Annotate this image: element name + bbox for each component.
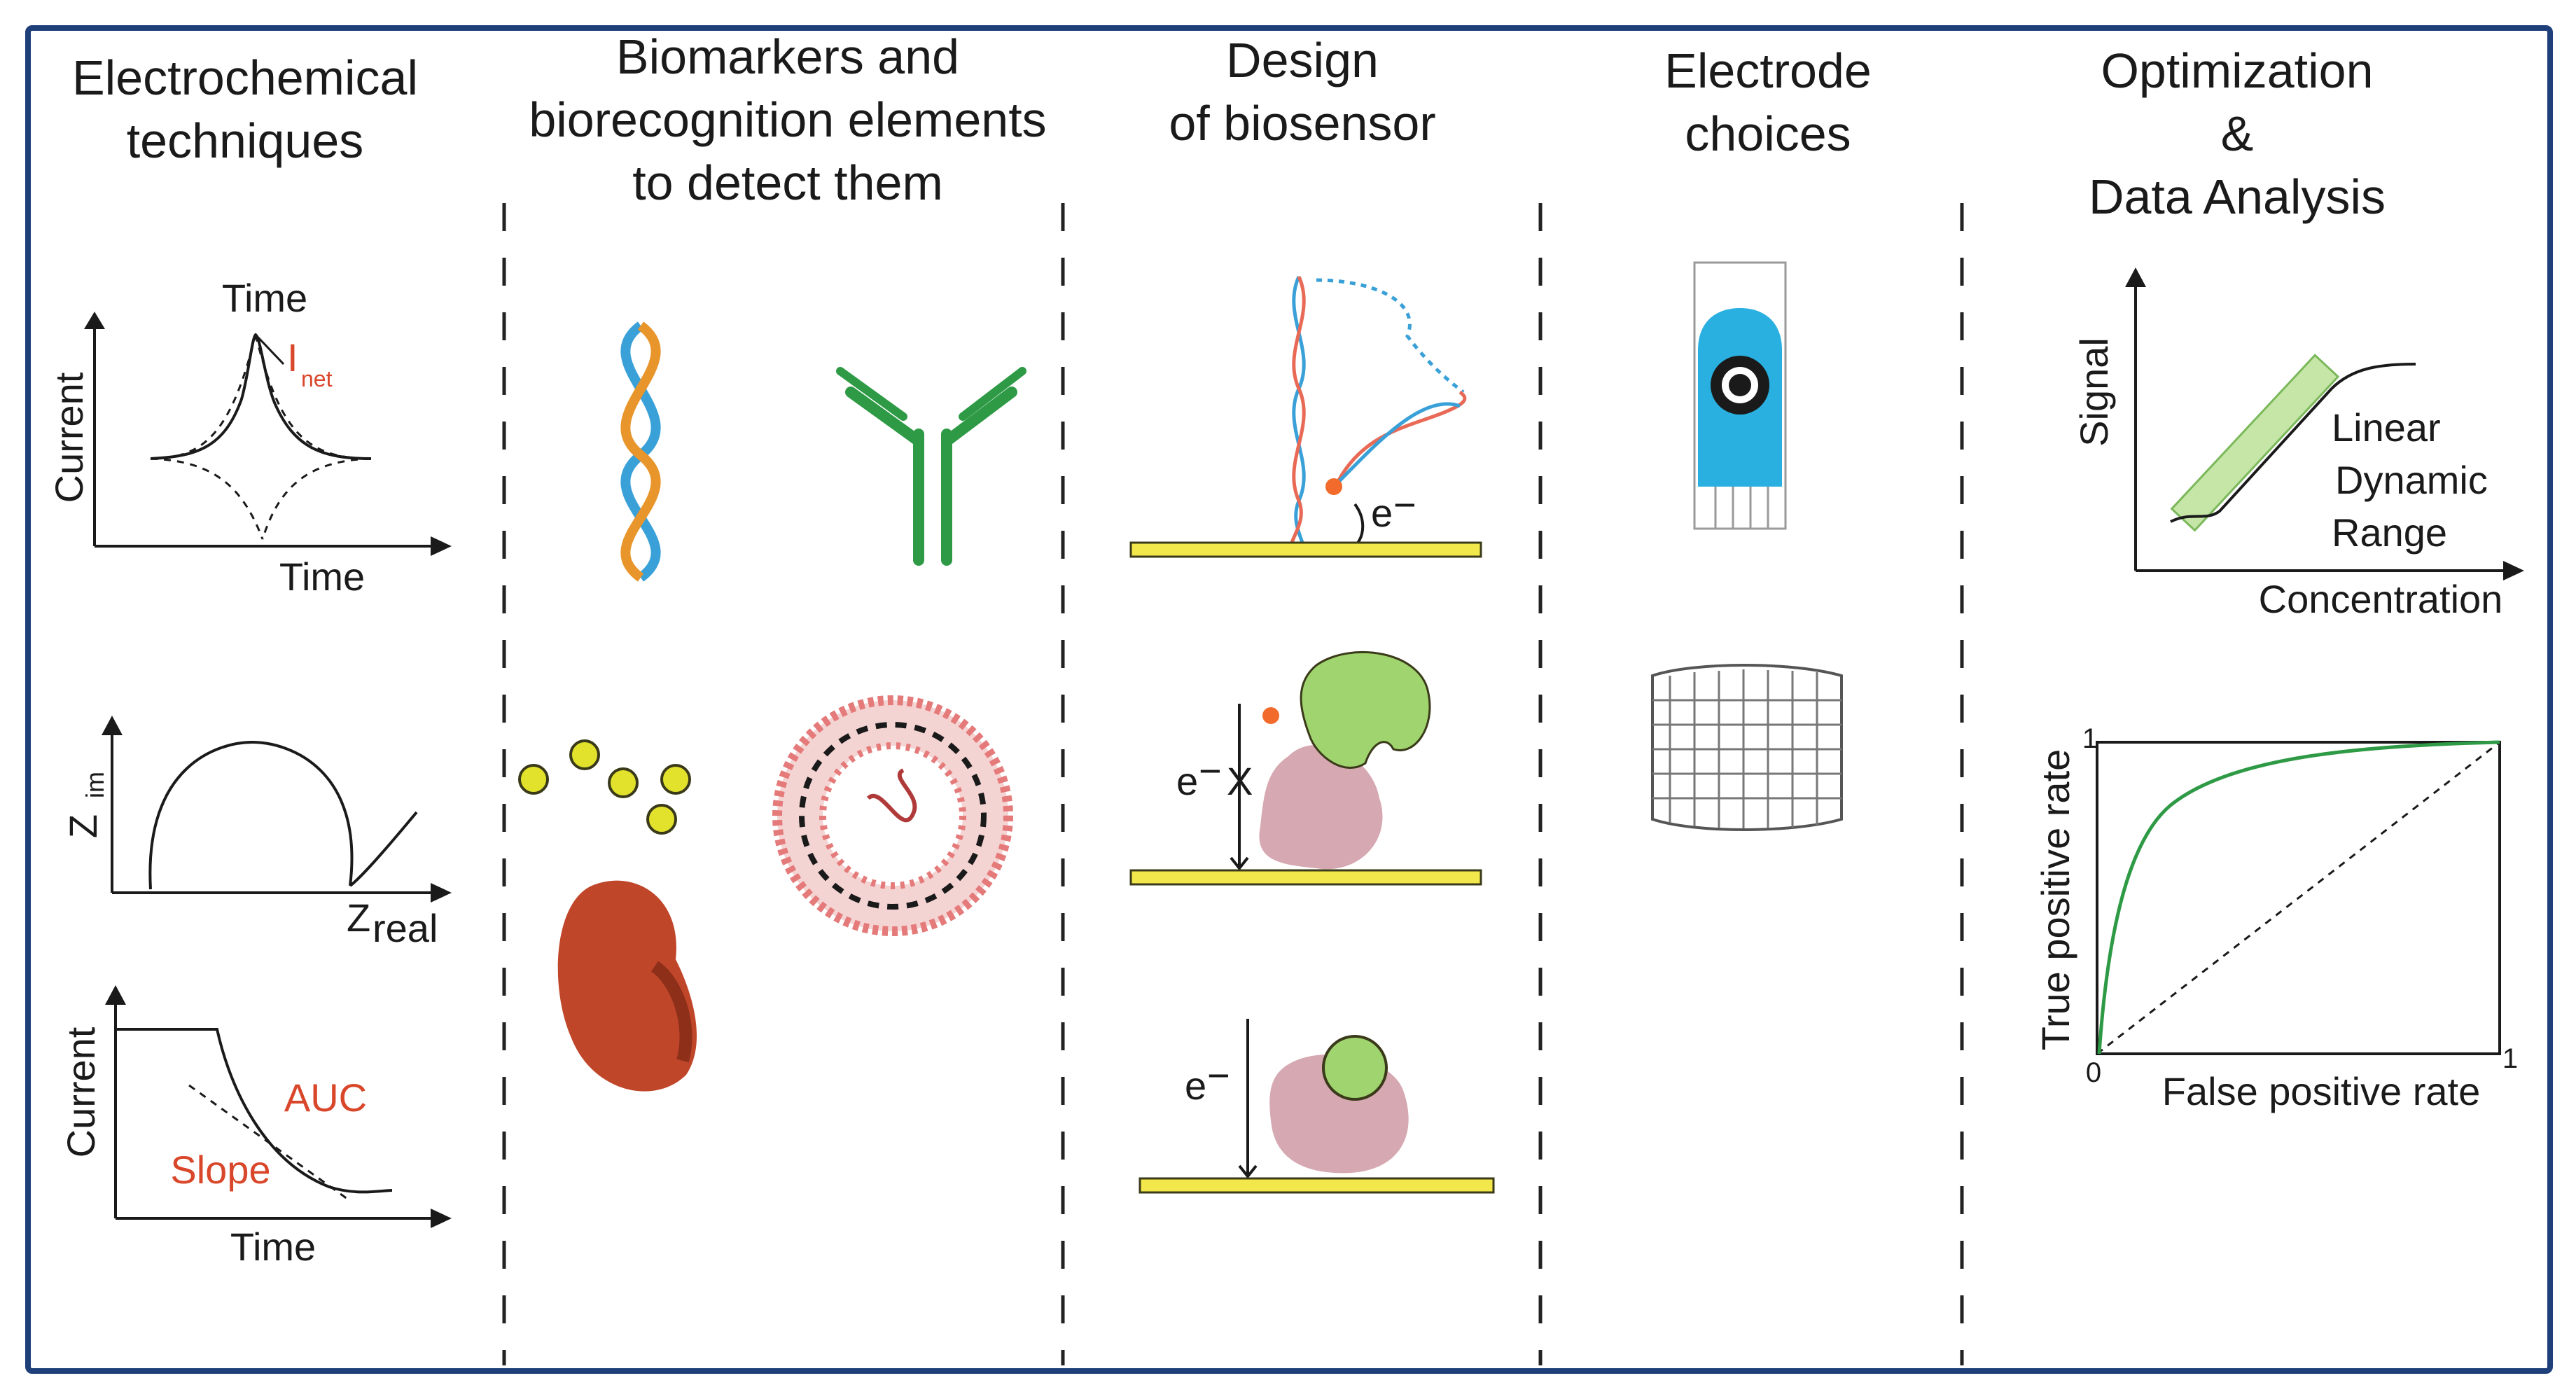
electron-superscript: − (1199, 749, 1222, 793)
column-header-design: Design of biosensor (1169, 33, 1435, 151)
direct-enzyme-design: e − (1139, 1019, 1495, 1194)
header-line: & (2221, 106, 2254, 161)
electrode-surface (1129, 541, 1482, 558)
impedance-y-subscript: im (81, 772, 109, 798)
electron-label: e (1176, 759, 1198, 803)
header-line: Optimization (2101, 43, 2373, 98)
electron-superscript: − (1393, 482, 1416, 527)
linear-range-label: Dynamic (2335, 458, 2488, 502)
header-line: Electrochemical (72, 50, 418, 105)
voltammetry-y-label: Current (47, 372, 91, 503)
electron-label: e (1371, 491, 1393, 535)
impedance-plot: Z im Z real (61, 716, 452, 950)
header-line: choices (1685, 106, 1851, 161)
calibration-y-label: Signal (2072, 337, 2116, 447)
calibration-plot: Signal Concentration Linear Dynamic Rang… (2072, 267, 2524, 621)
roc-origin-label: 0 (2086, 1057, 2101, 1088)
amperometry-y-label: Current (59, 1026, 103, 1157)
electron-label: e (1185, 1064, 1206, 1108)
voltammetry-top-label: Time (222, 276, 307, 320)
figure-border (25, 25, 2553, 1374)
roc-y-max-label: 1 (2082, 723, 2098, 754)
roc-x-max-label: 1 (2502, 1043, 2518, 1074)
electron-block-symbol: X (1227, 759, 1253, 803)
impedance-x-label: Z (347, 896, 370, 940)
voltammetry-plot: Time Time Current I net (47, 276, 452, 599)
calibration-x-label: Concentration (2259, 577, 2503, 621)
protein-biomarker-icon (557, 880, 697, 1092)
impedance-x-subscript: real (373, 906, 438, 950)
header-line: Electrode (1664, 43, 1872, 98)
auc-label: AUC (284, 1076, 367, 1120)
header-line: to detect them (632, 155, 943, 210)
column-header-techniques: Electrochemical techniques (72, 50, 418, 168)
linear-range-label: Linear (2332, 405, 2441, 450)
voltammetry-x-label: Time (279, 555, 365, 599)
header-line: of biosensor (1169, 96, 1435, 151)
electrode-surface (1139, 1177, 1495, 1194)
linear-range-label: Range (2332, 510, 2447, 555)
amperometry-x-label: Time (230, 1225, 316, 1269)
net-current-subscript: net (301, 366, 333, 391)
carbon-nanotube-icon (1651, 664, 1843, 831)
header-line: Data Analysis (2089, 169, 2386, 224)
roc-x-label: False positive rate (2162, 1069, 2480, 1113)
aptamer-design: e − (1129, 275, 1482, 558)
electron-superscript: − (1207, 1053, 1230, 1097)
column-header-electrodes: Electrode choices (1664, 43, 1872, 161)
header-line: Biomarkers and (616, 29, 959, 84)
amperometry-plot: AUC Slope Time Current (59, 985, 452, 1269)
header-line: biorecognition elements (529, 92, 1046, 147)
header-line: Design (1226, 33, 1379, 88)
slope-label: Slope (170, 1148, 270, 1192)
header-line: techniques (127, 113, 364, 168)
antibody-icon (836, 367, 1026, 566)
roc-plot: True positive rate False positive rate 0… (2033, 723, 2518, 1113)
column-header-analysis: Optimization & Data Analysis (2089, 43, 2386, 224)
impedance-y-label: Z (61, 814, 105, 838)
enzyme-sandwich-design: e − X (1129, 650, 1482, 886)
exosome-icon (772, 695, 1013, 936)
screen-printed-electrode-icon (1693, 261, 1787, 530)
net-current-label: I (287, 335, 298, 380)
roc-y-label: True positive rate (2033, 749, 2077, 1051)
small-molecule-icon (518, 739, 691, 835)
column-header-biomarkers: Biomarkers and biorecognition elements t… (529, 29, 1046, 210)
dna-helix-icon (620, 321, 661, 582)
electrode-surface (1129, 869, 1482, 886)
